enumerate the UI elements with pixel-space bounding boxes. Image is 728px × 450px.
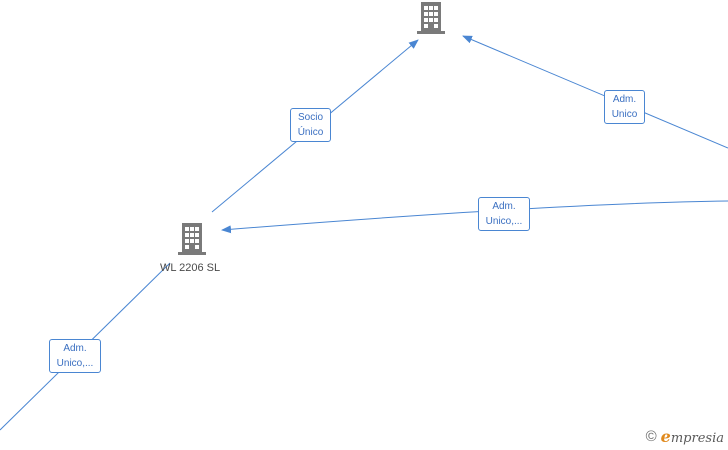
empresia-watermark: © empresia — [646, 427, 724, 446]
brand-name: mpresia — [670, 431, 724, 446]
edge-label-line2: Unico,... — [485, 216, 523, 227]
brand-initial: e — [660, 427, 671, 446]
edge-adm-unico-top — [462, 35, 728, 149]
building-icon[interactable] — [415, 1, 447, 35]
edge-label-line2: Unico — [611, 109, 638, 120]
edge-label-socio-unico[interactable]: Socio Único — [290, 108, 331, 142]
edge-label-line1: Adm. — [612, 94, 637, 105]
node-caption-wl-2206-sl[interactable]: WL 2206 SL — [160, 262, 221, 274]
edge-adm-unico-mid — [221, 200, 728, 234]
edge-label-adm-unico-bottom[interactable]: Adm. Unico,... — [49, 339, 101, 373]
edge-label-line1: Adm. — [63, 343, 87, 354]
edge-label-line2: Único — [297, 127, 324, 138]
copyright-icon: © — [645, 428, 657, 445]
edge-label-adm-unico-top[interactable]: Adm. Unico — [604, 90, 645, 124]
brand-logo: empresia — [661, 427, 724, 446]
edge-label-line1: Adm. — [492, 201, 516, 212]
building-icon[interactable] — [176, 222, 208, 256]
edge-label-adm-unico-mid[interactable]: Adm. Unico,... — [478, 197, 530, 231]
edge-label-line2: Unico,... — [56, 358, 94, 369]
edge-label-line1: Socio — [297, 112, 323, 123]
